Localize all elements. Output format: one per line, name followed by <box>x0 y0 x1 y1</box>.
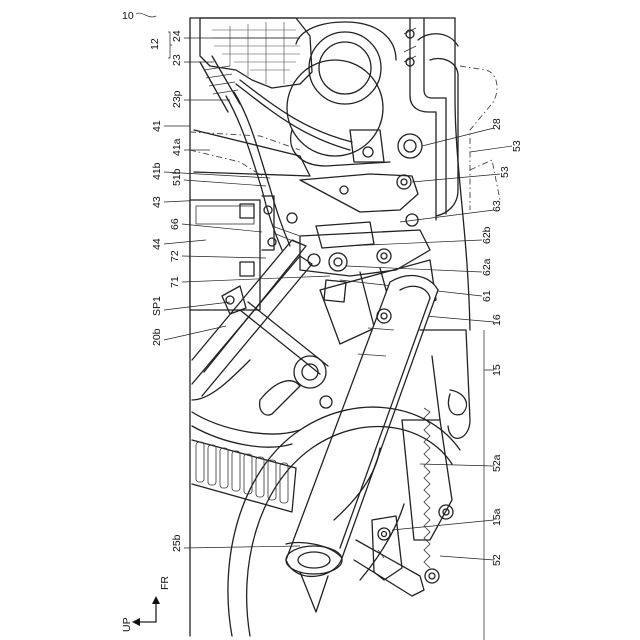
rear-frame: 15 <box>420 330 503 640</box>
muffler: 25b <box>171 276 438 612</box>
direction-front-label: FR <box>159 576 171 590</box>
label-62a: 62a <box>481 258 493 276</box>
label-53-upper: 53 <box>511 140 523 152</box>
label-15a: 15a <box>491 508 503 526</box>
label-group-12: 12 24 23 <box>149 30 300 66</box>
label-SP1: SP1 <box>151 296 163 316</box>
label-41: 41 <box>151 120 163 132</box>
label-51b: 51b <box>171 168 183 186</box>
label-10: 10 <box>122 10 134 22</box>
label-53-lower: 53 <box>499 166 511 178</box>
label-12: 12 <box>149 38 161 50</box>
label-25b: 25b <box>171 534 183 552</box>
bracket-53: 53 53 <box>300 130 523 212</box>
label-23: 23 <box>171 54 183 66</box>
direction-indicator: FR UP <box>121 576 171 632</box>
label-20b: 20b <box>151 328 163 346</box>
figure-reference: 10 <box>122 10 156 22</box>
label-24: 24 <box>171 30 183 42</box>
label-66: 66 <box>169 218 181 230</box>
engine-cylinder <box>200 18 396 166</box>
label-43: 43 <box>151 196 163 208</box>
frame-member-41: 41 41a 41b 51b 43 <box>151 120 310 208</box>
label-23p: 23p <box>171 90 183 108</box>
direction-up-label: UP <box>121 617 133 632</box>
battery-box: 66 44 72 71 <box>151 196 330 310</box>
label-61: 61 <box>481 290 493 302</box>
label-62b: 62b <box>481 226 493 244</box>
label-44: 44 <box>151 238 163 250</box>
label-71: 71 <box>169 276 181 288</box>
label-41a: 41a <box>171 138 183 156</box>
bolt-28: 28 <box>398 118 503 158</box>
label-16: 16 <box>491 314 503 326</box>
label-72: 72 <box>169 250 181 262</box>
label-41b: 41b <box>151 162 163 180</box>
label-52a: 52a <box>491 454 503 472</box>
